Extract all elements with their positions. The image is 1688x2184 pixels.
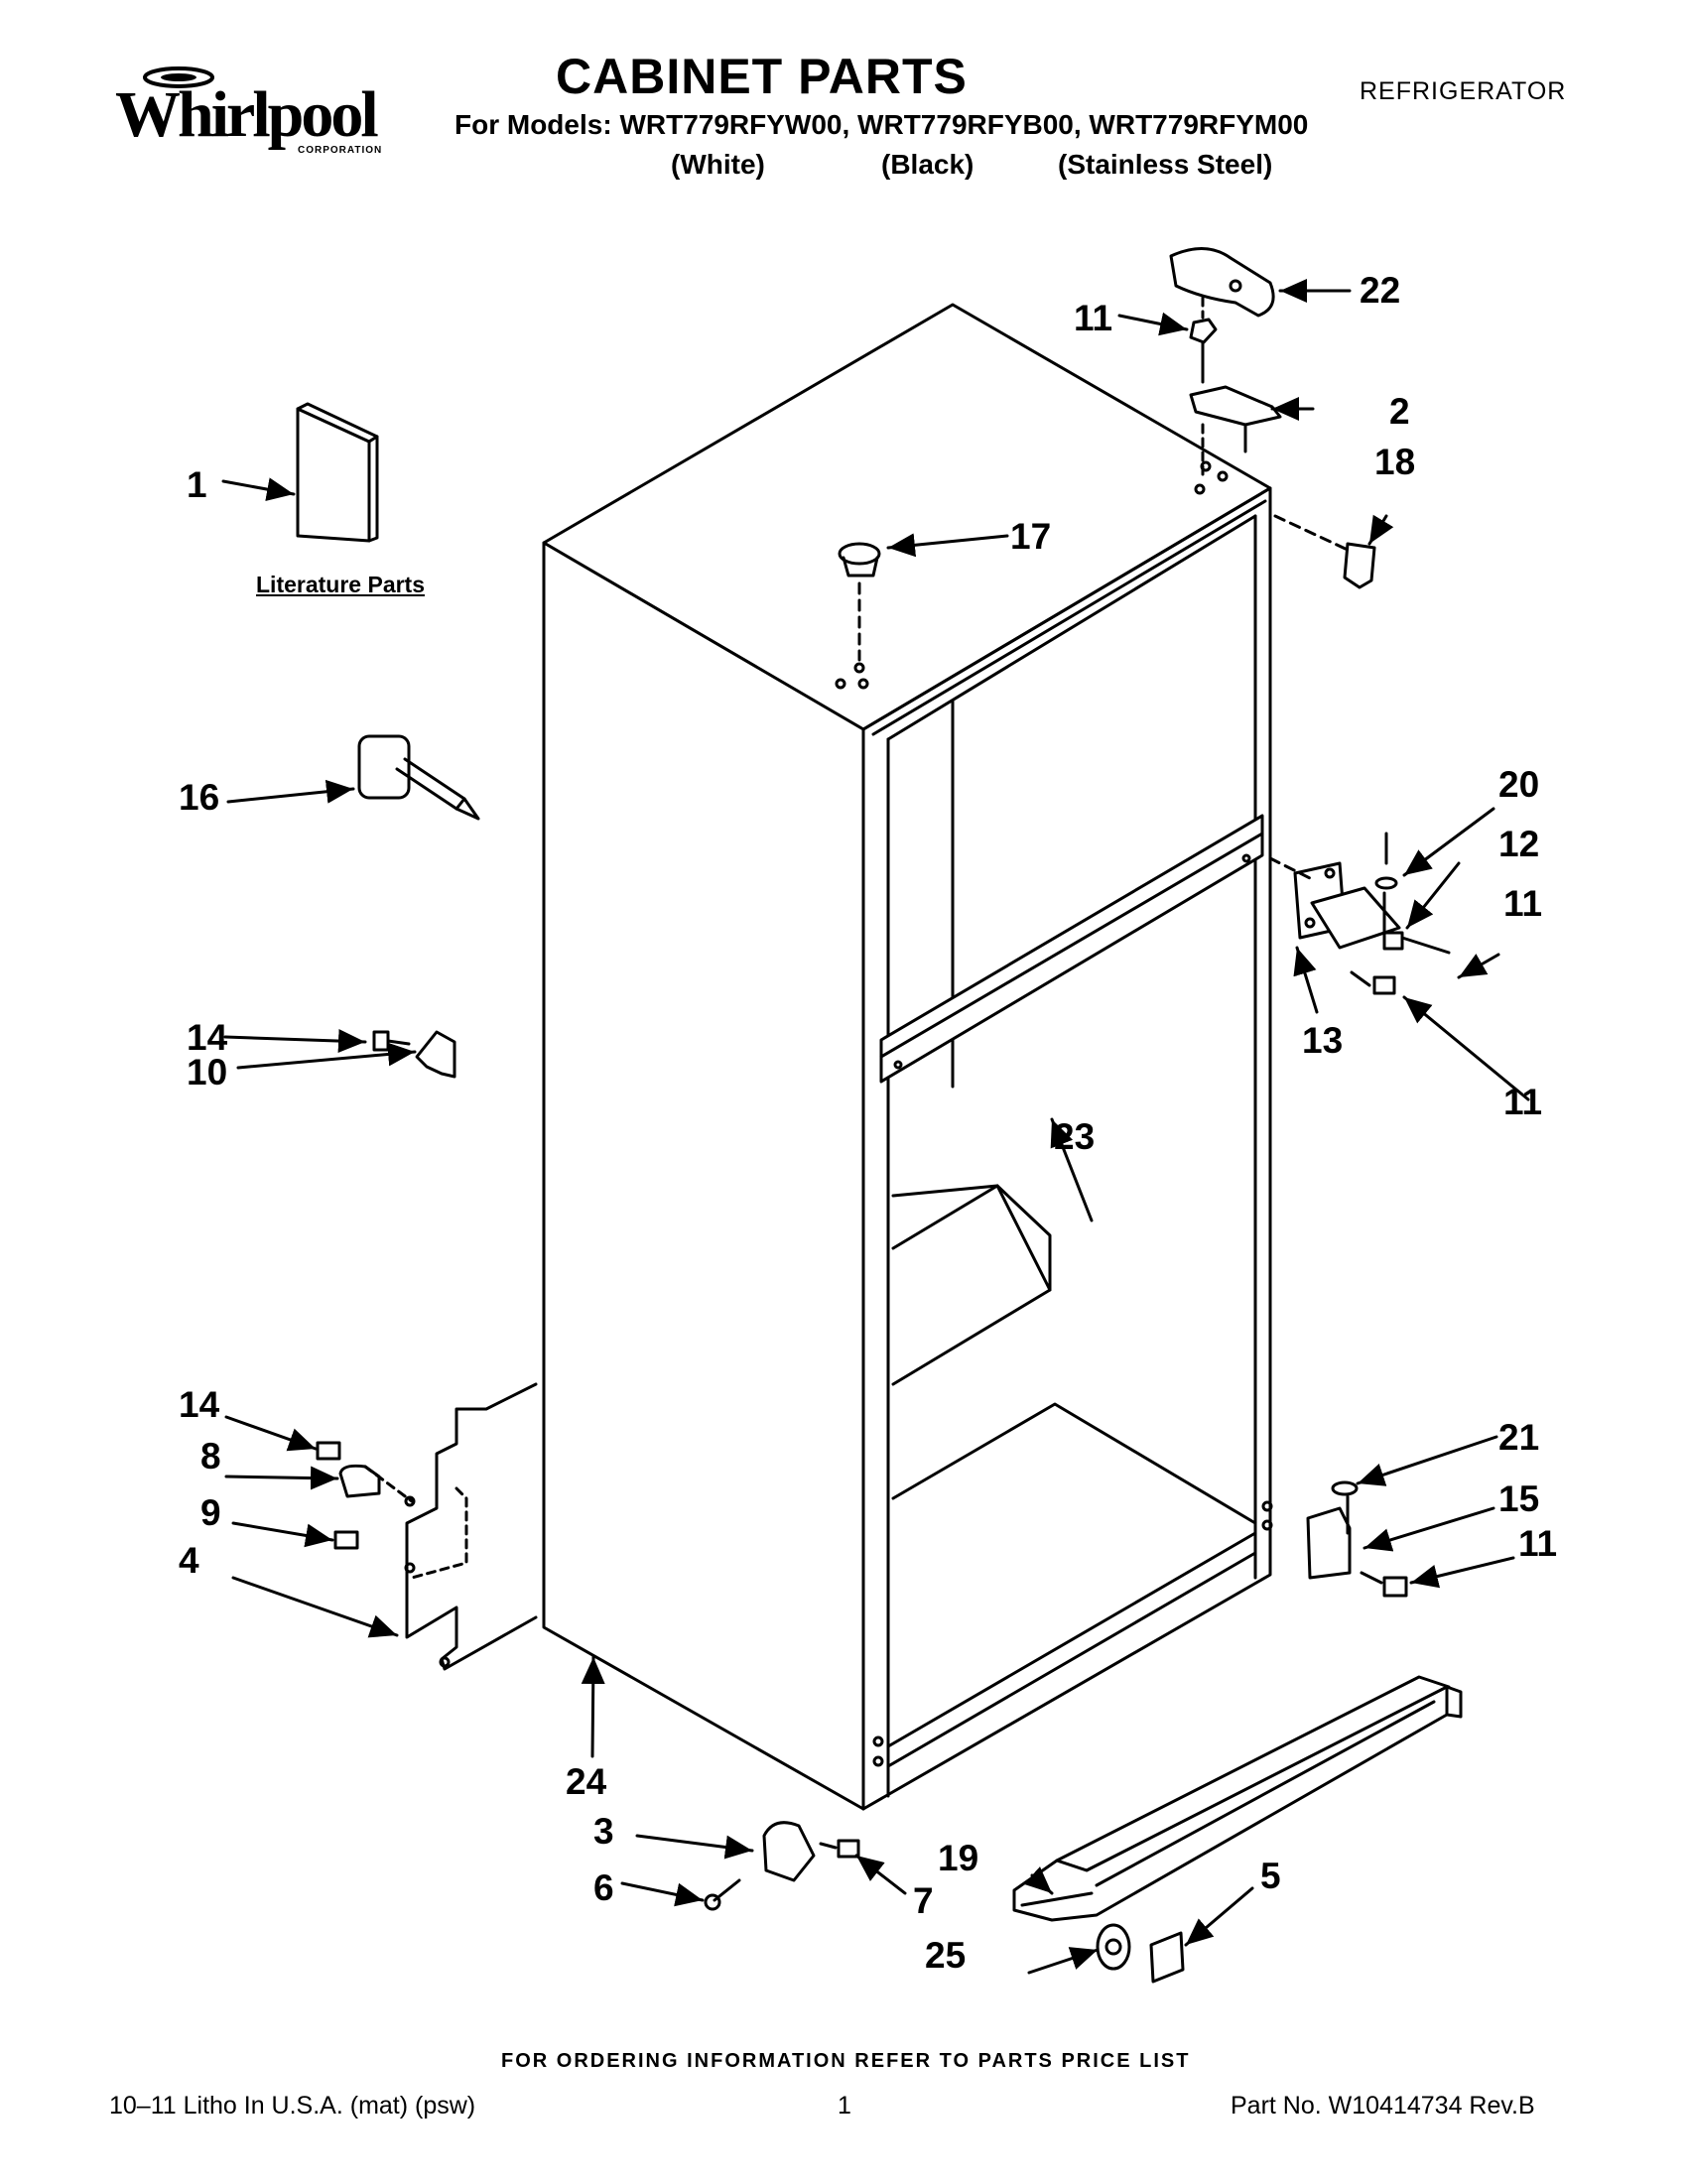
callout-24: 24: [566, 1761, 607, 1802]
callout-19: 19: [938, 1838, 979, 1878]
callout-20: 20: [1498, 764, 1540, 805]
part-lower-left-brackets: [316, 1382, 538, 1671]
callout-16: 16: [179, 777, 220, 818]
callout-13: 13: [1302, 1020, 1344, 1061]
finish-black: (Black): [881, 149, 974, 180]
callout-2: 2: [1389, 391, 1410, 432]
models-line: For Models: WRT779RFYW00, WRT779RFYB00, …: [454, 109, 1309, 140]
callout-10: 10: [187, 1052, 228, 1092]
callout-25: 25: [925, 1935, 967, 1976]
callout-18: 18: [1374, 442, 1416, 482]
callout-8: 8: [200, 1436, 221, 1477]
whirlpool-logo: Whirlpool CORPORATION: [99, 62, 381, 171]
cabinet-body: [542, 303, 1273, 1811]
document-type: REFRIGERATOR: [1360, 77, 1567, 105]
part-base-grille: [1012, 1675, 1463, 1984]
callout-11-center: 11: [1503, 883, 1543, 924]
divider-rail: [879, 814, 1264, 1084]
callout-4: 4: [179, 1540, 199, 1581]
logo-corporation: CORPORATION: [298, 145, 383, 156]
logo-wordmark: Whirlpool: [115, 78, 379, 151]
callout-3: 3: [593, 1811, 614, 1852]
part-bottom-hinge: [1306, 1480, 1408, 1598]
page-title: CABINET PARTS: [556, 49, 968, 104]
callout-23: 23: [1054, 1116, 1096, 1157]
callout-1: 1: [187, 464, 207, 505]
callout-5: 5: [1260, 1856, 1281, 1896]
callout-17: 17: [1010, 516, 1052, 557]
callout-6: 6: [593, 1867, 614, 1908]
finish-stainless: (Stainless Steel): [1058, 149, 1273, 180]
callout-11-bottom: 11: [1518, 1523, 1558, 1564]
print-info: 10–11 Litho In U.S.A. (mat) (psw): [109, 2092, 476, 2120]
literature-parts-label: Literature Parts: [256, 572, 426, 597]
part-number: Part No. W10414734 Rev.B: [1231, 2092, 1535, 2120]
part-lower-center: [704, 1821, 860, 1911]
part-top-hinge: [1169, 246, 1376, 589]
callout-11-top: 11: [1074, 298, 1113, 338]
callout-22: 22: [1360, 270, 1401, 311]
callout-9: 9: [200, 1492, 221, 1533]
page-number: 1: [838, 2092, 851, 2120]
part-center-hinge: [1268, 832, 1451, 995]
part-literature: [296, 402, 379, 543]
part-17-plug: [838, 542, 881, 662]
callout-12: 12: [1498, 824, 1540, 864]
logo-swirl-icon: [143, 66, 214, 88]
callout-leaders: [221, 279, 1530, 1975]
callout-11-center-lower: 11: [1503, 1082, 1543, 1122]
ordering-note: FOR ORDERING INFORMATION REFER TO PARTS …: [501, 2050, 1191, 2072]
callout-21: 21: [1498, 1417, 1540, 1458]
finish-white: (White): [671, 149, 765, 180]
callout-14-lower: 14: [179, 1384, 220, 1425]
callout-14-upper: 14: [187, 1017, 228, 1058]
part-16-pin: [357, 734, 480, 821]
callout-7: 7: [913, 1880, 934, 1921]
callout-15: 15: [1498, 1478, 1540, 1519]
